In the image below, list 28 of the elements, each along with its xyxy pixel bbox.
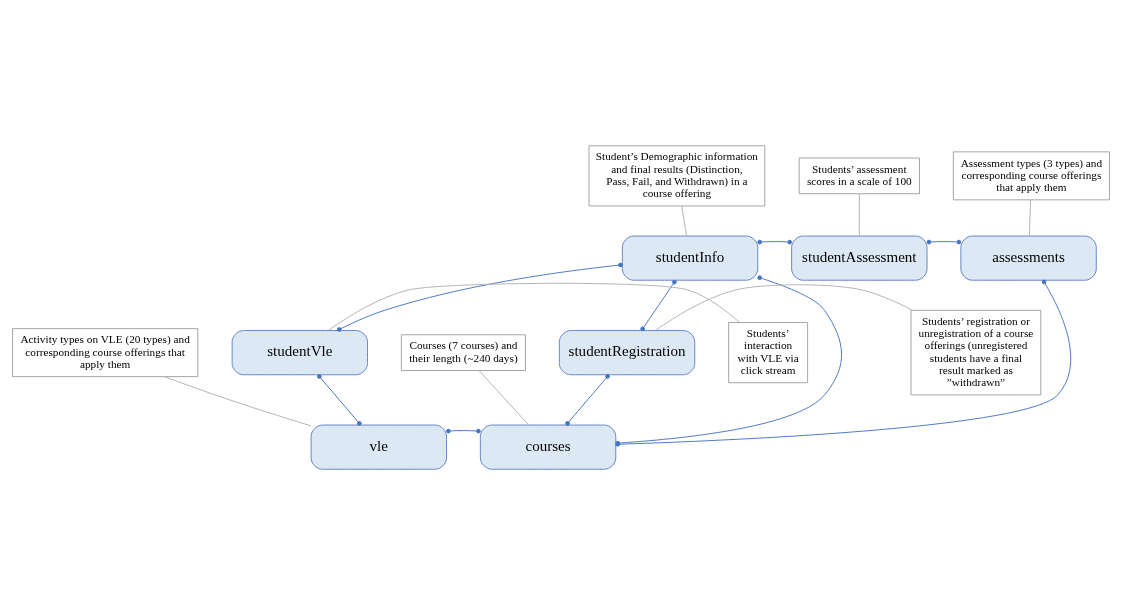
connector [327,282,740,331]
node-box: vle [310,424,447,470]
node-box: Activity types on VLE (20 types) and corresponding course offerings that apply them [12,328,199,378]
node-box: studentRegistration [558,330,696,376]
connector [565,374,610,426]
connector [926,239,962,245]
connector [336,262,623,332]
connector [1028,199,1032,237]
node-box: Student’s Demographic information and final results (Distinction, Pass, Fail, and Withdrawn) in a course offering [588,145,766,207]
connector [655,284,913,331]
node-box: Assessment types (3 types) and corresponding course offerings that apply them [952,151,1110,201]
connector [640,279,677,332]
node-box: courses [479,424,617,470]
node-box: studentInfo [621,235,759,281]
connector [757,239,792,245]
connector [317,374,362,426]
connector [164,376,312,427]
node-box: Courses (7 courses) and their length (~240 days) [400,334,526,371]
node-box: assessments [960,235,1097,281]
node-box: Students’ registration or unregistration of a course offerings (unregistered students have a final result marked as ”withdrawn” [910,309,1042,396]
node-box: studentVle [231,330,368,376]
connector [681,205,688,237]
connector [446,428,481,434]
connector [478,370,529,426]
node-box: Students’ interaction with VLE via click stream [728,322,809,384]
node-box: Students’ assessment scores in a scale of 100 [798,157,920,195]
node-box: studentAssessment [791,235,928,281]
connector [858,193,860,237]
